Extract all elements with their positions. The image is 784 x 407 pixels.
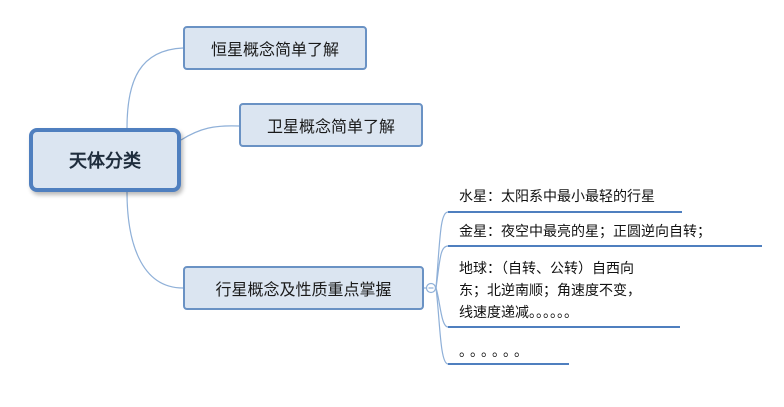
- branch-node-star[interactable]: 恒星概念简单了解: [183, 26, 367, 70]
- leaf-more[interactable]: 。。。。。。: [459, 341, 532, 363]
- connector-leaf-mercury: [435, 211, 449, 289]
- root-node-celestial-classification[interactable]: 天体分类: [29, 128, 181, 192]
- branch-node-label: 行星概念及性质重点掌握: [215, 280, 392, 299]
- connector-leaf-venus: [435, 245, 449, 289]
- root-node-label: 天体分类: [69, 151, 141, 172]
- leaf-text-line: 线速度递减。。。。。。: [459, 305, 578, 321]
- leaf-text: 水星：太阳系中最小最轻的行星: [459, 189, 655, 205]
- leaf-earth[interactable]: 地球：（自转、公转）自西向 东；北逆南顺；角速度不变， 线速度递减。。。。。。: [459, 258, 641, 324]
- leaf-underline: [448, 326, 680, 328]
- connector-root-planet: [126, 191, 184, 289]
- leaf-underline: [448, 363, 569, 365]
- leaf-text: 金星：夜空中最亮的星；正圆逆向自转；: [459, 224, 711, 240]
- leaf-venus[interactable]: 金星：夜空中最亮的星；正圆逆向自转；: [459, 221, 711, 243]
- branch-node-satellite[interactable]: 卫星概念简单了解: [239, 103, 423, 147]
- branch-node-planet[interactable]: 行星概念及性质重点掌握: [183, 266, 424, 310]
- connector-root-star: [126, 47, 184, 129]
- leaf-text: 。。。。。。: [459, 344, 532, 360]
- leaf-text-line: 地球：（自转、公转）自西向: [459, 261, 634, 277]
- leaf-text-line: 东；北逆南顺；角速度不变，: [459, 283, 641, 299]
- branch-node-label: 恒星概念简单了解: [210, 40, 339, 59]
- branch-node-label: 卫星概念简单了解: [266, 117, 395, 136]
- connector-root-satellite: [180, 125, 240, 141]
- connector-leaf-more: [435, 287, 449, 365]
- leaf-mercury[interactable]: 水星：太阳系中最小最轻的行星: [459, 186, 655, 208]
- leaf-underline: [448, 211, 682, 213]
- leaf-underline: [448, 245, 762, 247]
